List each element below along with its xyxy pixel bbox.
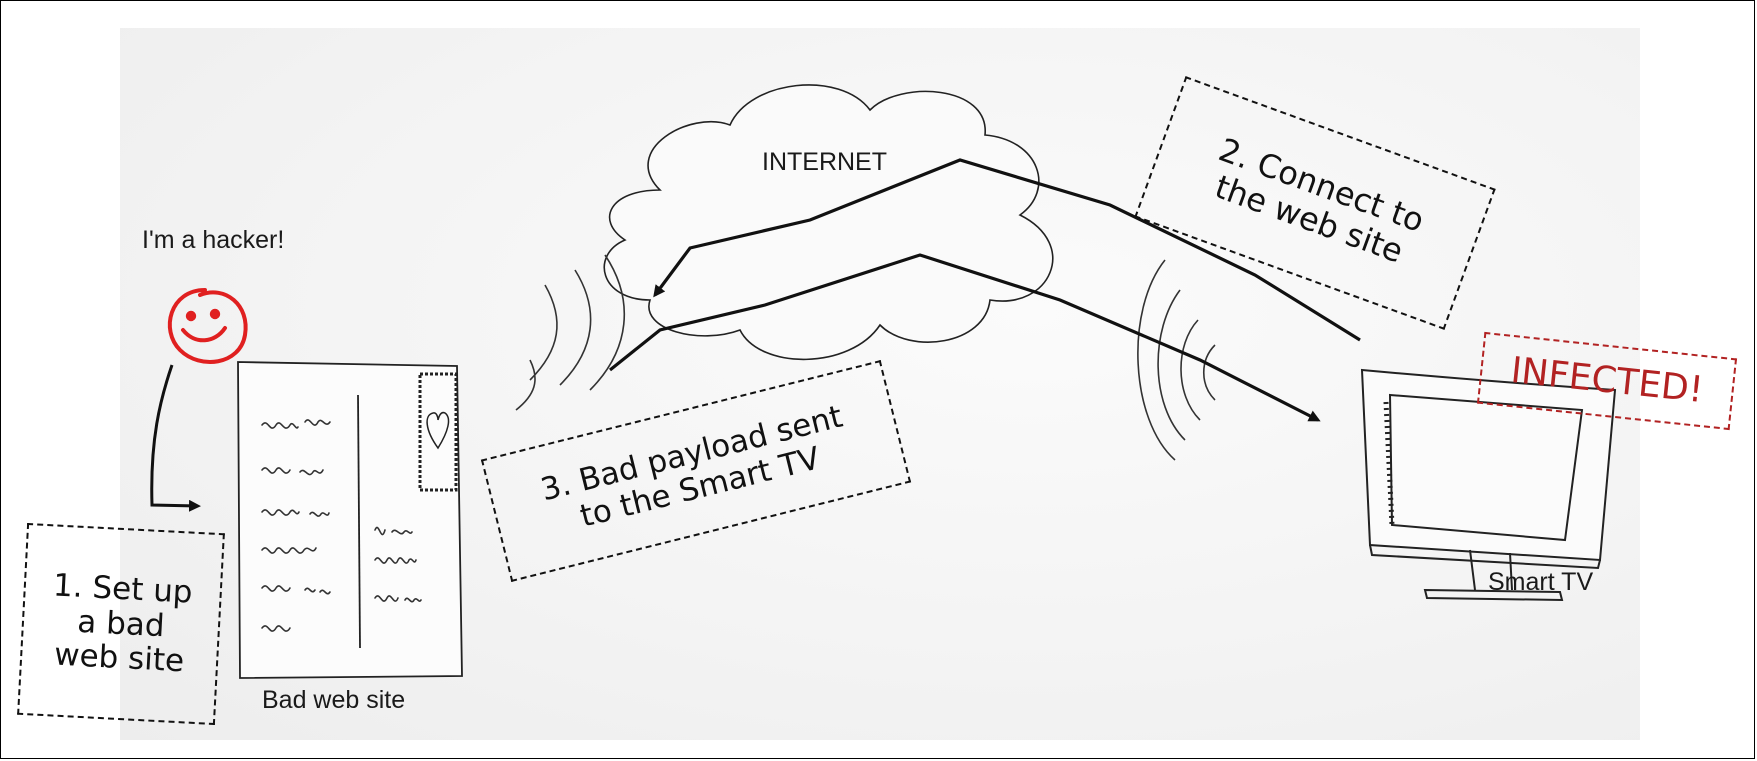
step1-line3: web site (53, 636, 186, 680)
step1-line2: a bad (76, 603, 166, 644)
website-wifi-waves (515, 254, 625, 411)
hacker-smiley-icon (167, 288, 248, 364)
internet-cloud (603, 84, 1054, 361)
website-scribble-text (261, 419, 331, 632)
step1-annotation-box: 1. Set up a bad web site (17, 522, 225, 726)
infected-label: INFECTED! (1508, 349, 1706, 411)
bad-website-label: Bad web site (262, 686, 406, 714)
website-scribble-text-right (374, 526, 422, 603)
connect-path-line (653, 158, 1361, 342)
smart-tv-icon (1360, 368, 1617, 602)
step1-line1: 1. Set up (52, 567, 194, 611)
payload-path-line (609, 253, 1321, 422)
internet-label: INTERNET (762, 148, 887, 176)
tv-wifi-waves (1137, 259, 1216, 461)
smart-tv-label: Smart TV (1488, 568, 1594, 596)
hacker-arrow (150, 364, 201, 512)
hacker-label: I'm a hacker! (142, 226, 285, 254)
